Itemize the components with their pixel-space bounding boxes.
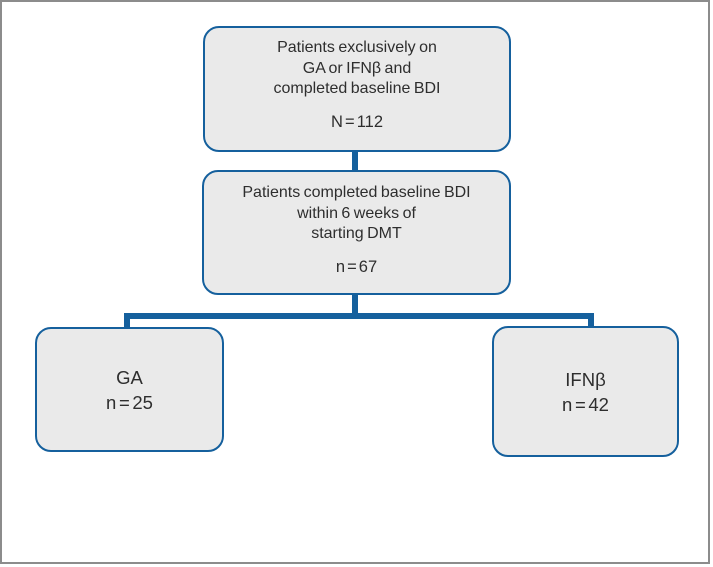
- flow-box-group-label: GA: [116, 366, 143, 388]
- flow-box-enrolled: Patients exclusively on GA or IFNβ and c…: [203, 26, 511, 152]
- flow-box-count: n = 42: [562, 393, 609, 415]
- connector-top-to-middle: [352, 151, 358, 171]
- flow-box-text-line: Patients exclusively on: [277, 39, 437, 56]
- flow-box-text-line: within 6 weeks of: [297, 204, 416, 222]
- flow-box-text-line: GA or IFNβ and: [302, 59, 412, 77]
- flow-box-count: n = 25: [106, 391, 153, 413]
- flow-box-ifnb-group: IFNβ n = 42: [492, 326, 679, 457]
- flow-box-count: n = 67: [335, 257, 378, 276]
- flow-box-ga-group: GA n = 25: [35, 327, 224, 452]
- flow-box-text-line: starting DMT: [311, 225, 402, 242]
- flow-box-count: N = 112: [330, 112, 384, 131]
- flow-box-group-label: IFNβ: [565, 368, 606, 390]
- connector-drop-to-ifnb: [588, 313, 594, 328]
- connector-middle-to-branch: [352, 294, 358, 316]
- connector-branch-horizontal: [124, 313, 594, 319]
- connector-drop-to-ga: [124, 313, 130, 329]
- flow-box-within-6-weeks: Patients completed baseline BDI within 6…: [202, 170, 511, 295]
- flow-box-text-line: completed baseline BDI: [273, 80, 441, 97]
- flow-box-text-line: Patients completed baseline BDI: [242, 184, 471, 201]
